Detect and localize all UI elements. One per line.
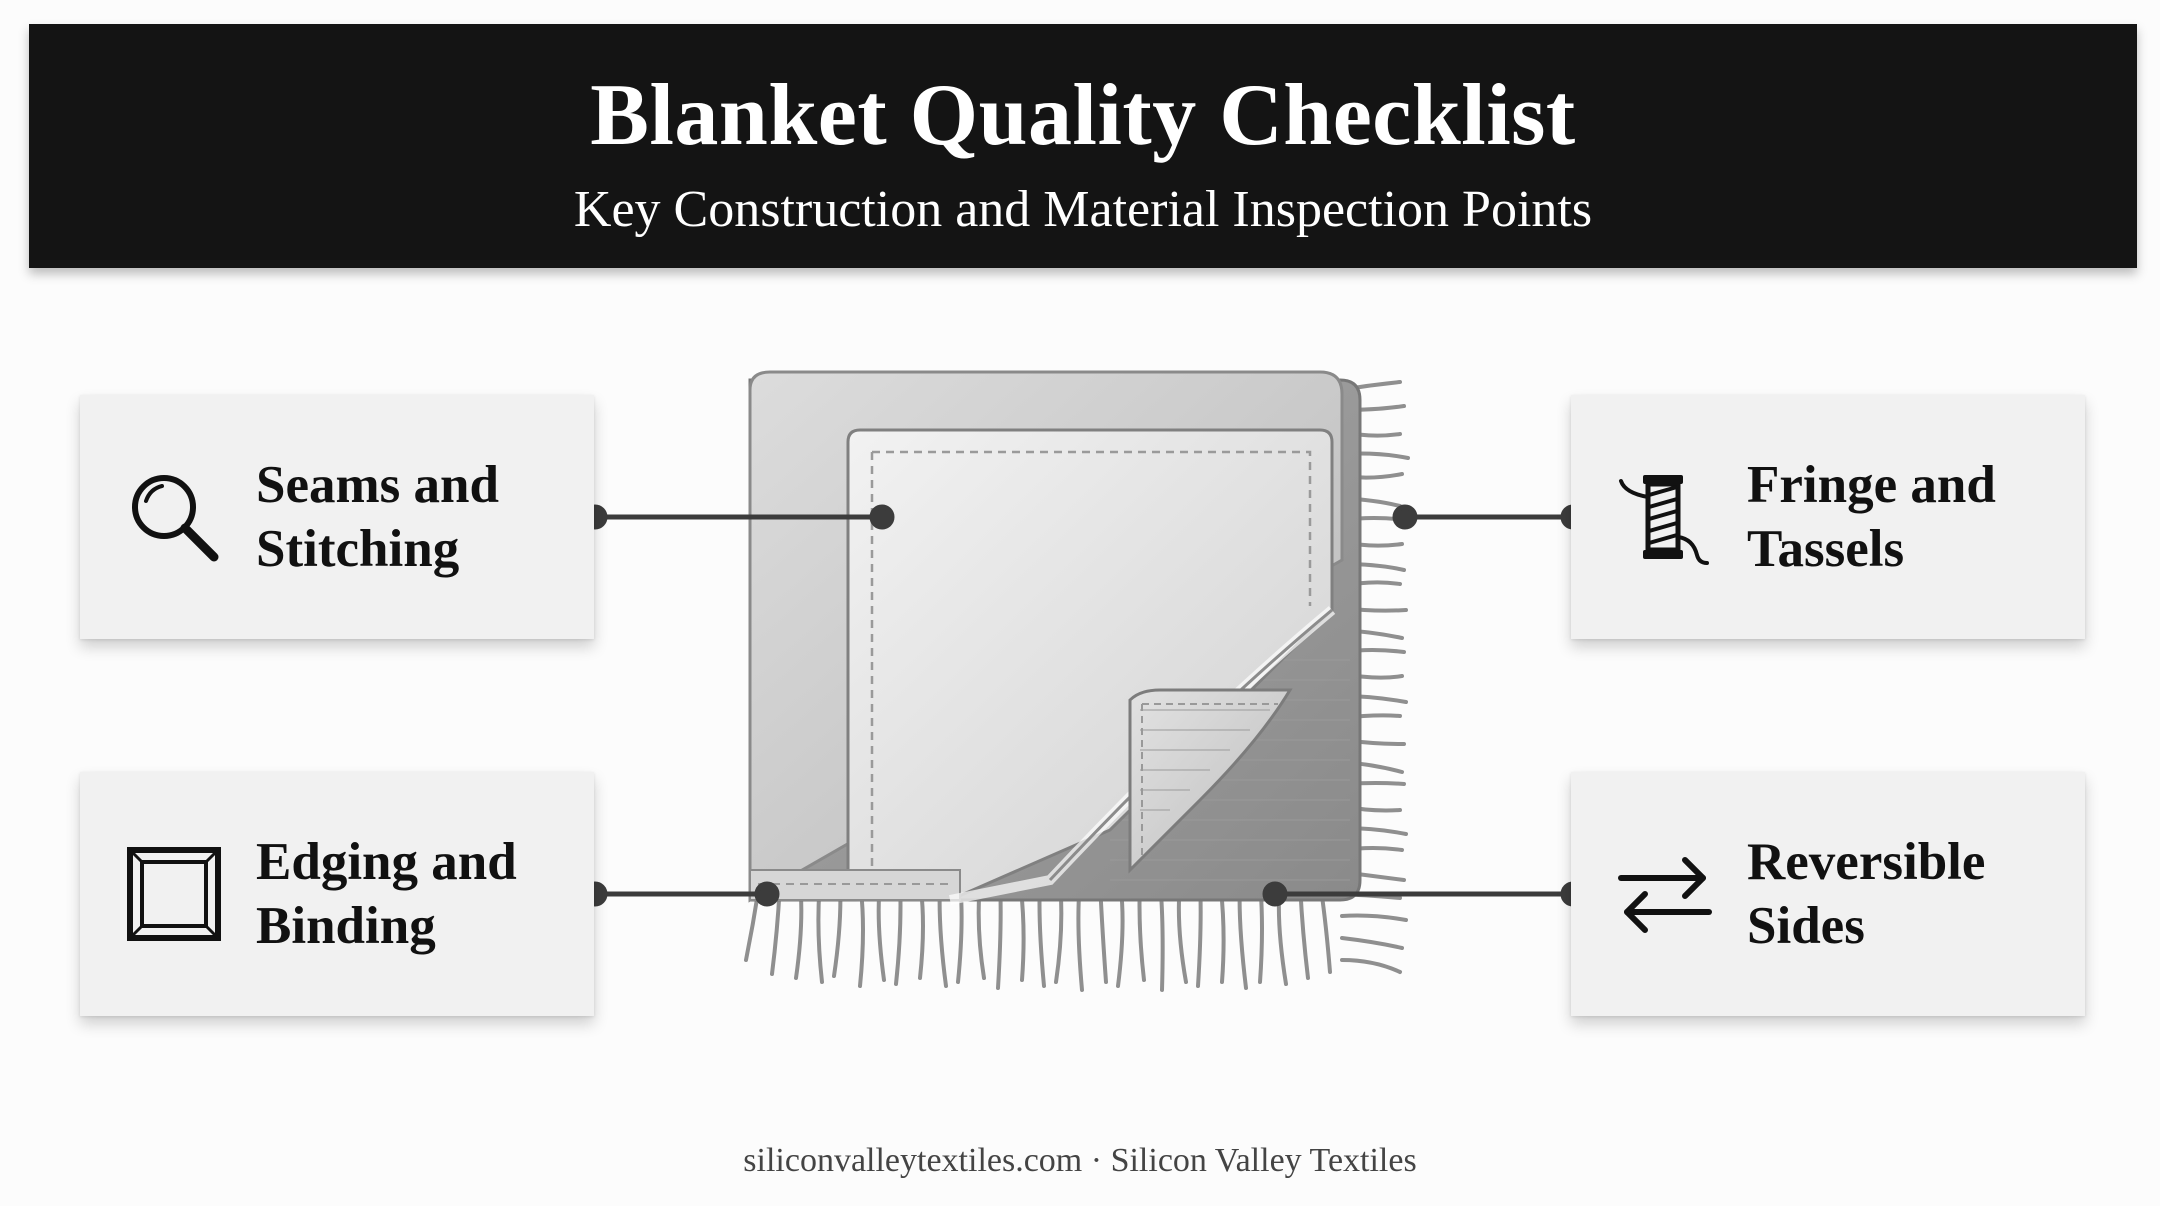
card-label-seams: Seams and Stitching — [256, 456, 499, 578]
square-frame-icon — [127, 847, 221, 941]
card-label-reversible: Reversible Sides — [1747, 833, 1986, 955]
footer-credit: siliconvalleytextiles.com · Silicon Vall… — [743, 1142, 1417, 1179]
card-label-edging: Edging and Binding — [256, 833, 517, 955]
card-label-fringe: Fringe and Tassels — [1747, 456, 1996, 578]
flap-weave-texture — [1140, 709, 1270, 811]
checklist-card-seams: Seams and Stitching — [80, 395, 594, 639]
thread-spool-icon — [1619, 475, 1709, 565]
blanket-corner-flap — [1128, 688, 1293, 874]
blanket-illustration — [744, 370, 1410, 992]
page-subtitle: Key Construction and Material Inspection… — [573, 181, 1593, 238]
checklist-card-reversible: Reversible Sides — [1571, 772, 2085, 1016]
magnifying-glass-icon — [132, 475, 219, 562]
header-banner: Blanket Quality Checklist Key Constructi… — [29, 24, 2137, 268]
checklist-card-edging: Edging and Binding — [80, 772, 594, 1016]
swap-arrows-icon — [1618, 857, 1712, 933]
checklist-card-fringe: Fringe and Tassels — [1571, 395, 2085, 639]
page-title: Blanket Quality Checklist — [590, 67, 1576, 164]
